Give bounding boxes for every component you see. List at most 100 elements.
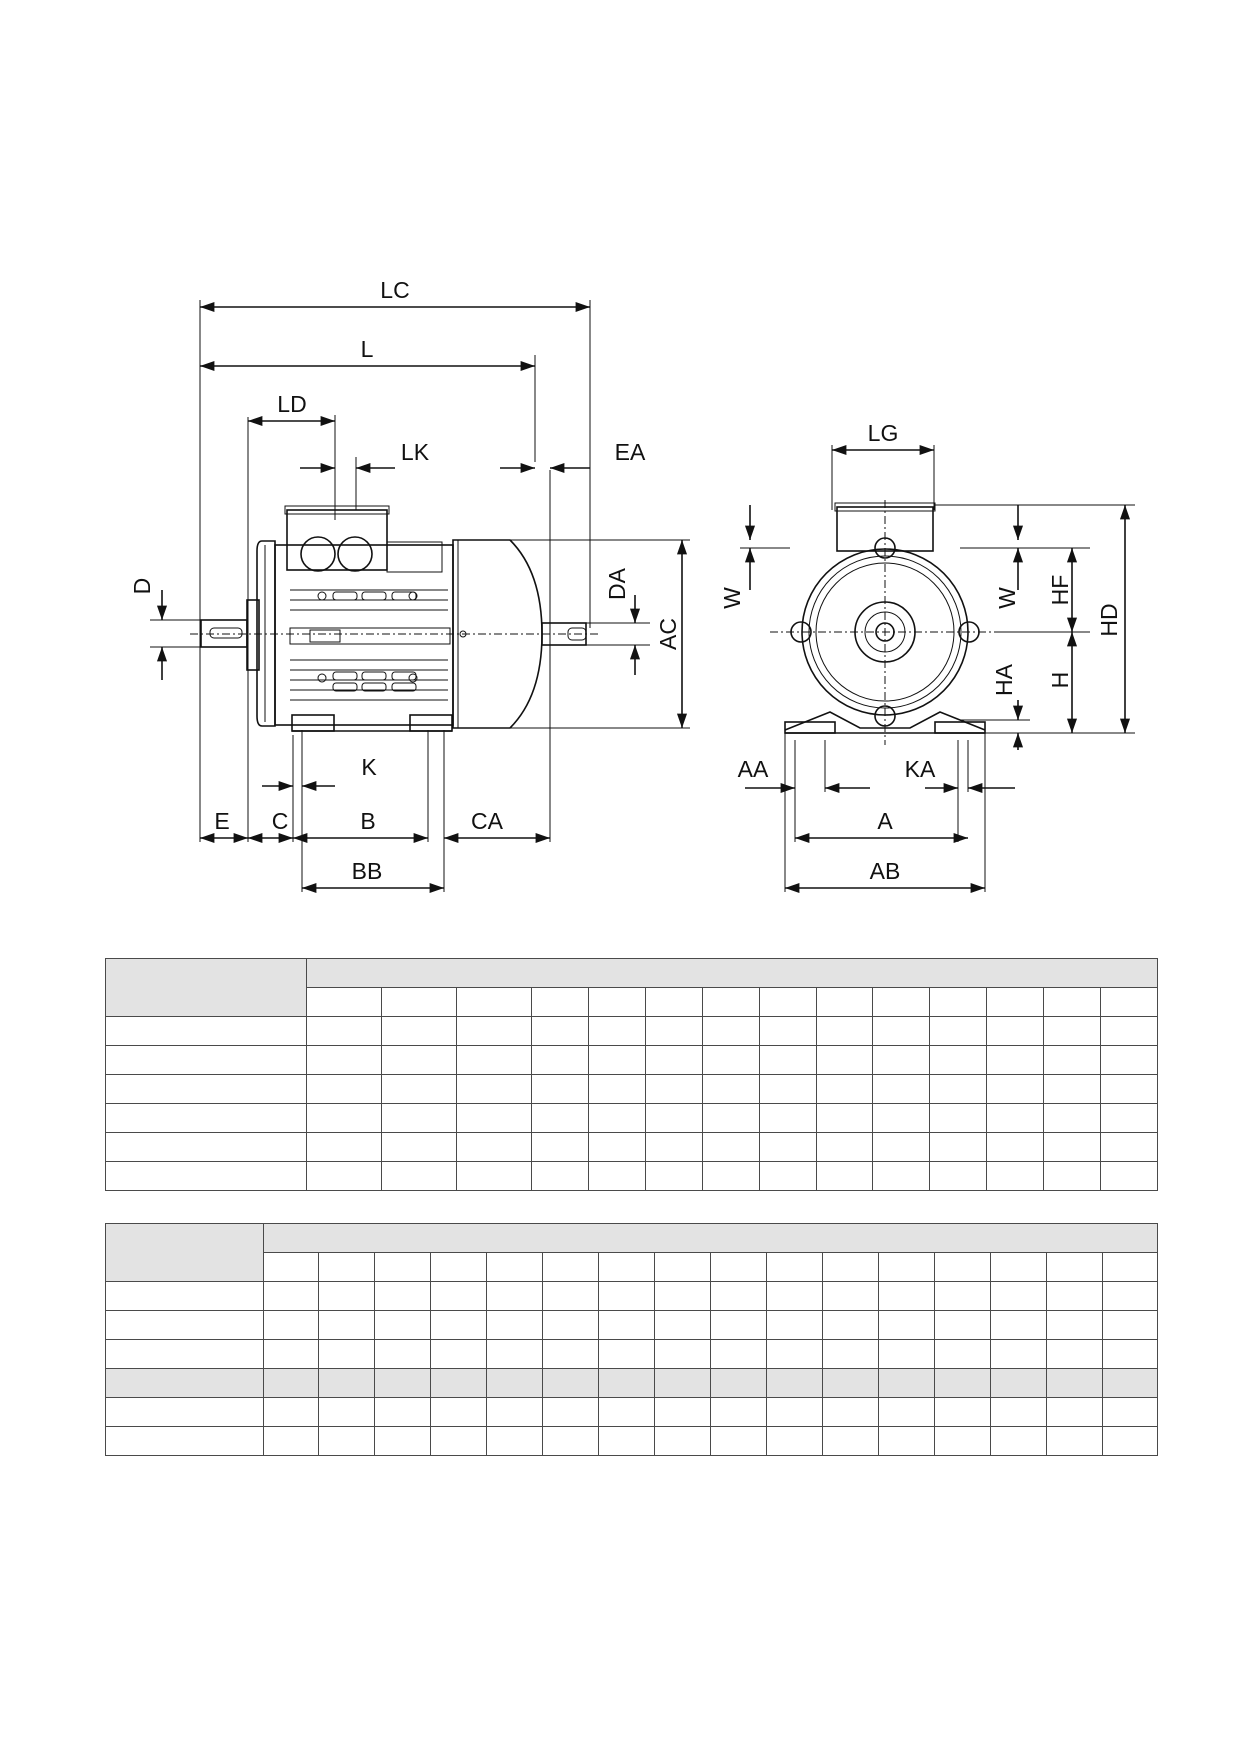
table-header-row: [104, 958, 1158, 1017]
table-row-label: [105, 1426, 264, 1456]
motor-dimension-drawing: LC L LD LK EA D DA AC K E C B CA BB: [129, 277, 1135, 894]
table-row-label: [104, 1016, 308, 1046]
dim-label-ka: KA: [905, 756, 936, 782]
table-cell: [588, 1103, 647, 1133]
table-cell: [710, 1397, 767, 1427]
table-row-label: [104, 1161, 308, 1191]
table-cell: [766, 1426, 823, 1456]
table-cell: [758, 1103, 817, 1133]
table-cell: [430, 1339, 487, 1369]
table-cell: [990, 1281, 1047, 1311]
table-cell: [430, 1281, 487, 1311]
table-column-header: [318, 1252, 375, 1282]
table-cell: [872, 1045, 931, 1075]
table-cell: [430, 1368, 487, 1398]
table-cell: [430, 1310, 487, 1340]
table-column-header: [815, 987, 874, 1017]
table-column-header: [986, 987, 1044, 1017]
table-row: [105, 1281, 1158, 1311]
table-cell: [815, 1103, 874, 1133]
table-row-label: [104, 1045, 308, 1075]
table-cell: [381, 1132, 458, 1162]
table-cell: [263, 1426, 319, 1456]
table-row-label: [105, 1310, 264, 1340]
table-cell: [815, 1132, 874, 1162]
table-cell: [701, 1132, 760, 1162]
table-row-label: [104, 1132, 308, 1162]
table-cell: [263, 1339, 319, 1369]
table-cell: [456, 1016, 533, 1046]
dim-label-ca: CA: [471, 808, 504, 834]
table-cell: [929, 1132, 988, 1162]
table-cell: [822, 1281, 879, 1311]
table-cell: [934, 1368, 991, 1398]
table-row-label: [105, 1368, 264, 1398]
table-row-label: [104, 1074, 308, 1104]
table-cell: [815, 1161, 874, 1191]
table-column-header: [381, 987, 458, 1017]
table-cell: [1043, 1132, 1101, 1162]
table-cell: [263, 1310, 319, 1340]
table-cell: [1043, 1161, 1101, 1191]
table-cell: [878, 1281, 935, 1311]
rib-slots: [332, 591, 417, 692]
table-cell: [878, 1339, 935, 1369]
table-column-header: [990, 1252, 1047, 1282]
dim-label-aa: AA: [738, 756, 769, 782]
table-cell: [588, 1161, 647, 1191]
table-cell: [990, 1339, 1047, 1369]
table-cell: [1046, 1426, 1103, 1456]
table-column-header: [645, 987, 703, 1017]
table-column-header: [263, 1252, 319, 1282]
table-cell: [381, 1074, 458, 1104]
table-cell: [654, 1368, 711, 1398]
table-cell: [381, 1016, 458, 1046]
table-cell: [758, 1016, 817, 1046]
table-row: [105, 1368, 1158, 1398]
table-cell: [766, 1281, 823, 1311]
table-cell: [929, 1161, 988, 1191]
dim-label-e: E: [214, 808, 229, 834]
table-cell: [766, 1397, 823, 1427]
table-cell: [263, 1397, 319, 1427]
table-cell: [1043, 1074, 1101, 1104]
table-cell: [990, 1426, 1047, 1456]
table-cell: [456, 1161, 533, 1191]
table-cell: [758, 1074, 817, 1104]
table-cell: [645, 1103, 703, 1133]
table-cell: [758, 1132, 817, 1162]
table-cell: [374, 1281, 431, 1311]
table-cell: [654, 1426, 711, 1456]
table-cell: [1102, 1397, 1158, 1427]
table-column-header: [766, 1252, 823, 1282]
table-corner-cell: [105, 1223, 264, 1282]
table-cell: [318, 1368, 375, 1398]
table-column-header: [1099, 987, 1159, 1017]
table-cell: [531, 1045, 590, 1075]
table-cell: [986, 1132, 1044, 1162]
table-cell: [986, 1016, 1044, 1046]
table-cell: [542, 1281, 599, 1311]
table-column-header: [531, 987, 590, 1017]
table-cell: [306, 1132, 383, 1162]
table-cell: [710, 1339, 767, 1369]
table-cell: [934, 1426, 991, 1456]
table-row: [104, 1161, 1159, 1191]
table-cell: [1102, 1281, 1158, 1311]
dim-label-lc: LC: [380, 277, 409, 303]
table-cell: [990, 1397, 1047, 1427]
table-cell: [986, 1074, 1044, 1104]
table-cell: [306, 1161, 383, 1191]
table-column-header: [306, 987, 383, 1017]
dim-label-lg: LG: [868, 420, 899, 446]
table-row-label: [105, 1339, 264, 1369]
table-cell: [486, 1368, 543, 1398]
table-cell: [1046, 1339, 1103, 1369]
table-column-header: [758, 987, 817, 1017]
dim-label-hd: HD: [1096, 603, 1122, 636]
table-cell: [934, 1310, 991, 1340]
table-cell: [1043, 1103, 1101, 1133]
table-cell: [318, 1339, 375, 1369]
table-cell: [701, 1074, 760, 1104]
table-cell: [598, 1310, 655, 1340]
